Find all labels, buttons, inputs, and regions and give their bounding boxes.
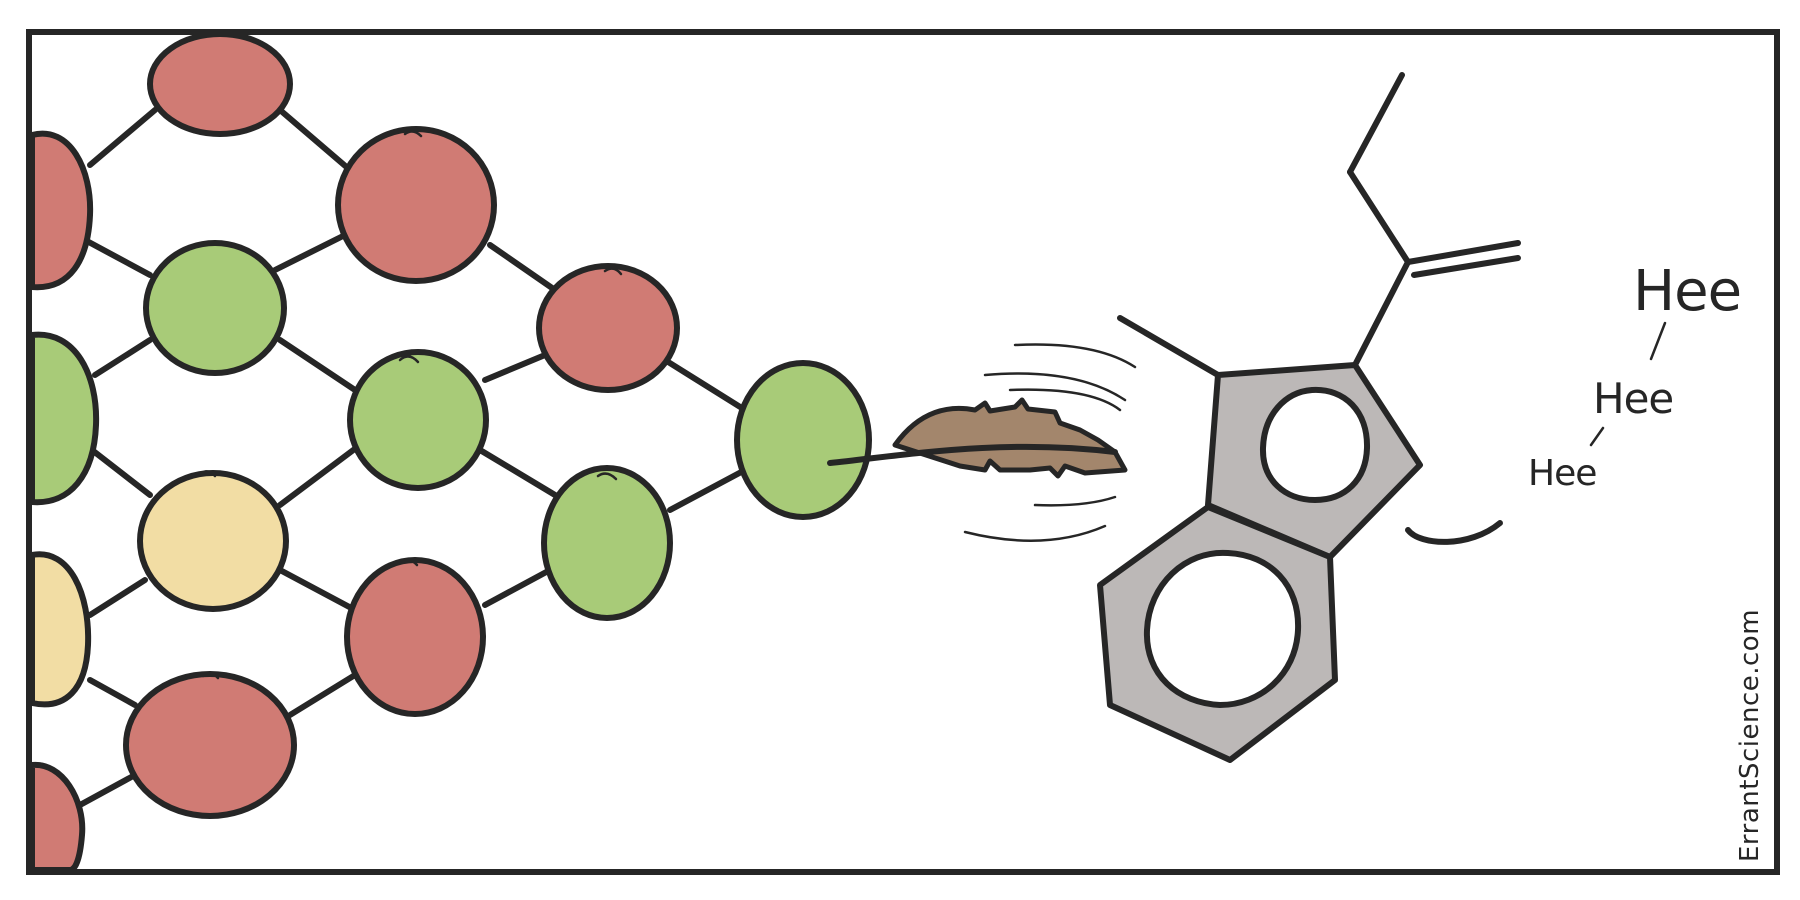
bead-yellow	[137, 470, 289, 612]
laugh-large: Hee	[1633, 259, 1741, 324]
molecule-icon	[1097, 72, 1521, 763]
laugh-small: Hee	[1528, 453, 1596, 494]
feather-icon	[827, 343, 1137, 542]
laugh-ticks	[1589, 321, 1667, 447]
molecule-ring-five	[1205, 362, 1423, 560]
feather-vane	[892, 397, 1128, 479]
bead-red	[29, 130, 94, 291]
bead-yellow	[29, 551, 92, 708]
lattice-beads	[29, 31, 872, 873]
molecule-smile	[1405, 520, 1503, 545]
bead-green	[29, 331, 100, 506]
motion-lines	[963, 343, 1137, 542]
bead-green	[347, 349, 489, 491]
bead-green	[541, 465, 673, 621]
bead-red	[29, 761, 86, 873]
molecule-ring-six	[1097, 504, 1338, 763]
laugh-medium: Hee	[1593, 374, 1673, 423]
bead-lattice-icon	[29, 31, 872, 873]
bead-green	[734, 360, 872, 520]
bead-red	[123, 671, 297, 819]
bead-red	[344, 557, 486, 717]
feather-quill	[827, 443, 1118, 466]
lattice-bonds	[77, 107, 748, 808]
bead-red	[147, 31, 293, 137]
laughter-text: Hee Hee Hee	[1528, 259, 1742, 494]
site-credit: ErrantScience.com	[1735, 609, 1765, 862]
molecule-bonds	[1117, 72, 1521, 378]
bead-red	[335, 126, 497, 284]
bead-red	[536, 263, 680, 393]
bead-green	[143, 240, 287, 376]
bead-creases	[198, 130, 623, 680]
